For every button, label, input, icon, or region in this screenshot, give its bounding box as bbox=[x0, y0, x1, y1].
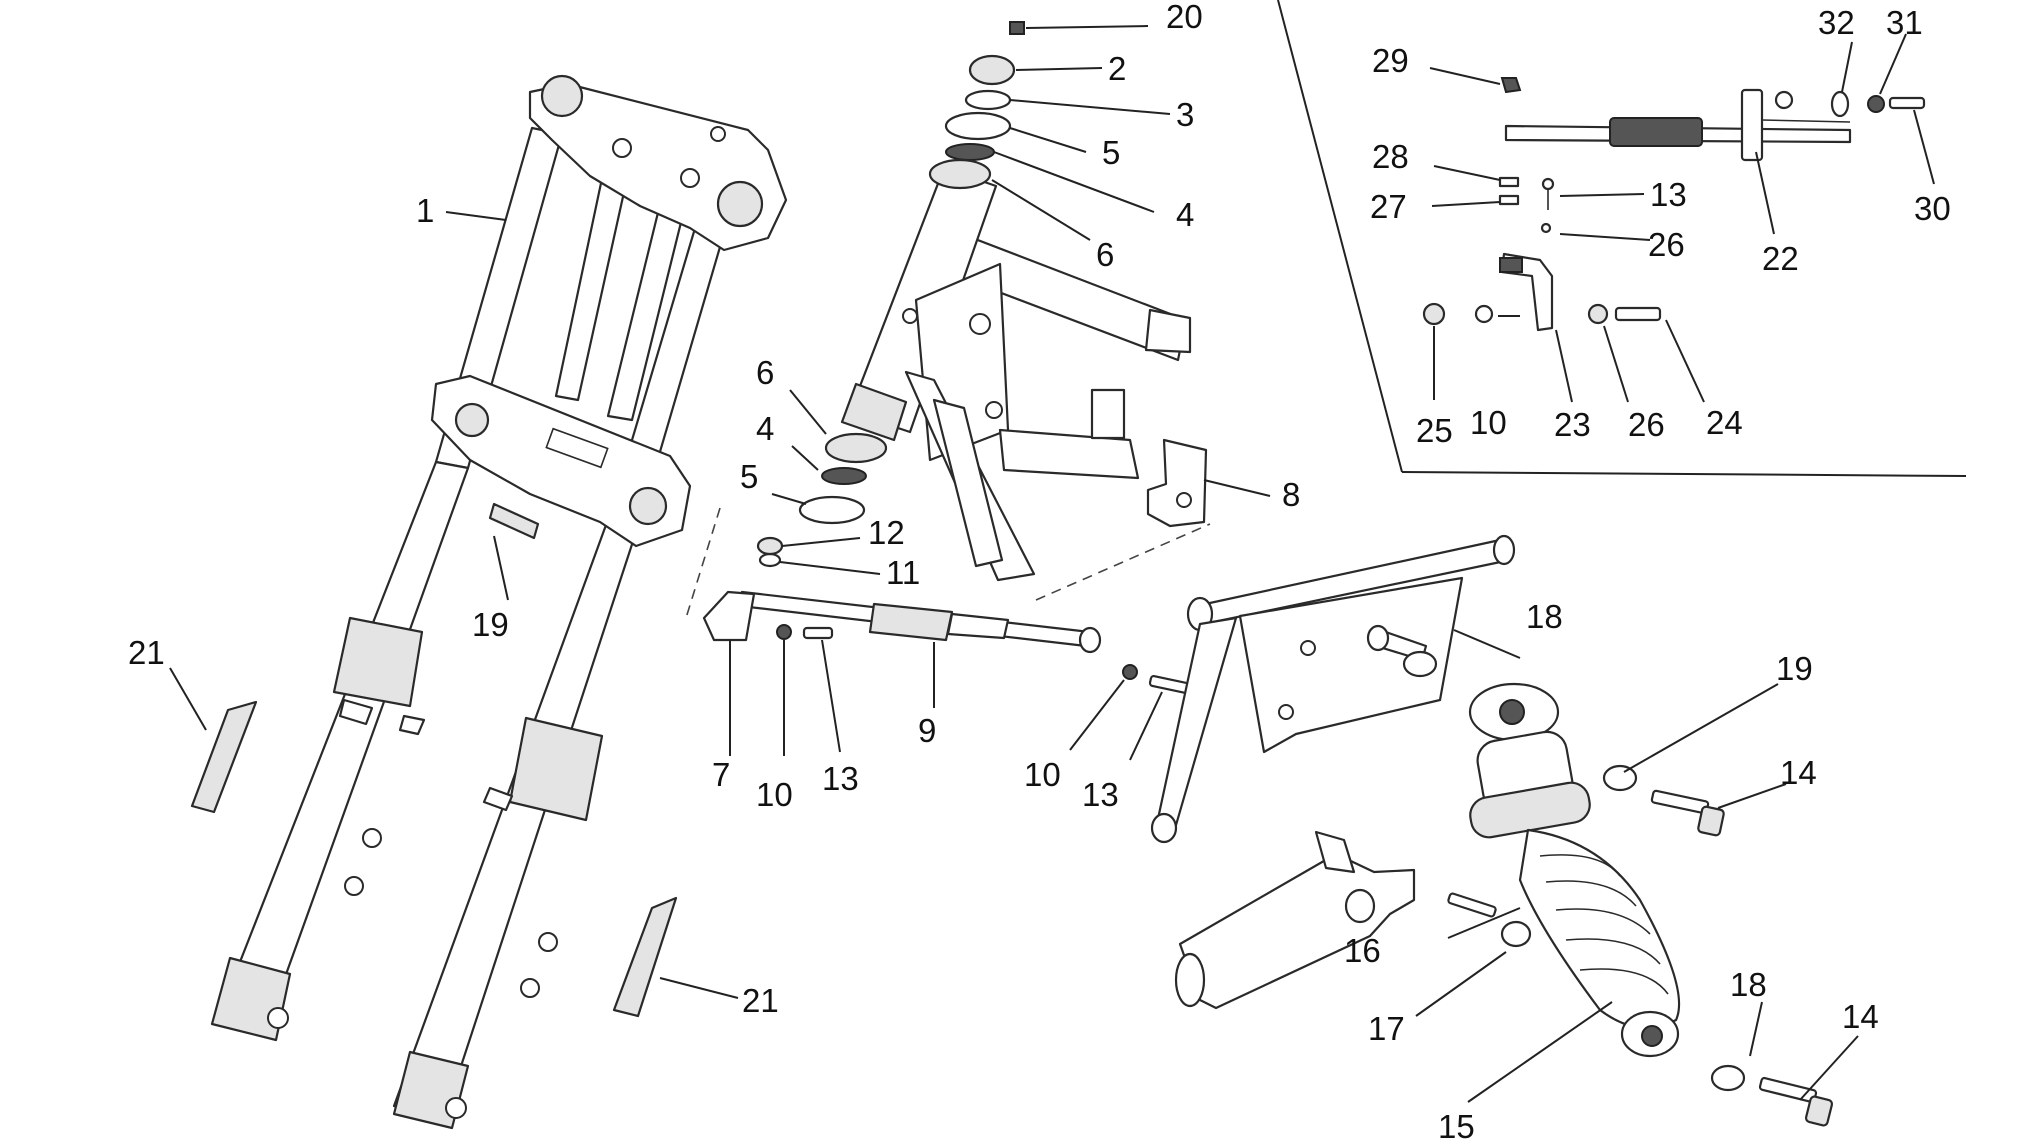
callout-30: 30 bbox=[1914, 190, 1951, 227]
callout-19: 19 bbox=[1776, 650, 1813, 687]
callout-8: 8 bbox=[1282, 476, 1300, 513]
bolt-14-upper bbox=[1650, 789, 1710, 815]
nut-25 bbox=[1422, 302, 1446, 326]
washer-19 bbox=[1602, 764, 1638, 792]
callout-4: 4 bbox=[756, 410, 774, 447]
callout-21: 21 bbox=[742, 982, 779, 1019]
leader-lines bbox=[169, 25, 1935, 1103]
swingarm bbox=[1174, 830, 1416, 1010]
seal-4 bbox=[945, 143, 995, 161]
callout-3: 3 bbox=[1176, 96, 1194, 133]
callout-19: 19 bbox=[472, 606, 509, 643]
side-reflector-right bbox=[612, 896, 678, 1018]
callout-15: 15 bbox=[1438, 1108, 1475, 1143]
steering-damper-bracket bbox=[1146, 438, 1208, 528]
shock-hardware bbox=[1402, 650, 1834, 1127]
spacer-27 bbox=[1498, 194, 1520, 206]
washer-31 bbox=[1867, 95, 1885, 113]
nut-2 bbox=[968, 54, 1016, 86]
washer-17 bbox=[1500, 920, 1532, 948]
washer-18-lower bbox=[1710, 1064, 1746, 1092]
callout-5: 5 bbox=[1102, 134, 1120, 171]
callout-32: 32 bbox=[1818, 4, 1855, 41]
bolt-24 bbox=[1614, 306, 1662, 322]
washer-26 bbox=[1587, 303, 1609, 325]
race-5-lower bbox=[798, 495, 866, 525]
callout-labels: 1 2 3 4 4 5 5 6 6 7 8 9 10 10 10 11 12 1… bbox=[128, 0, 1951, 1143]
callout-14: 14 bbox=[1780, 754, 1817, 791]
callout-26: 26 bbox=[1648, 226, 1685, 263]
washer-11 bbox=[758, 552, 782, 568]
callout-13: 13 bbox=[822, 760, 859, 797]
callout-5: 5 bbox=[740, 458, 758, 495]
callout-9: 9 bbox=[918, 712, 936, 749]
callout-18: 18 bbox=[1526, 598, 1563, 635]
callout-10: 10 bbox=[756, 776, 793, 813]
callout-6: 6 bbox=[756, 354, 774, 391]
callout-31: 31 bbox=[1886, 4, 1923, 41]
nut-20 bbox=[1009, 21, 1025, 35]
nut-12 bbox=[756, 536, 784, 556]
washer-10-inset bbox=[1474, 304, 1494, 324]
callout-23: 23 bbox=[1554, 406, 1591, 443]
rear-frame bbox=[1150, 534, 1516, 844]
callout-20: 20 bbox=[1166, 0, 1203, 35]
callout-13: 13 bbox=[1650, 176, 1687, 213]
callout-25: 25 bbox=[1416, 412, 1453, 449]
callout-12: 12 bbox=[868, 514, 905, 551]
callout-29: 29 bbox=[1372, 42, 1409, 79]
front-fork-assembly bbox=[210, 74, 788, 1130]
callout-7: 7 bbox=[712, 756, 730, 793]
pin-16 bbox=[1447, 892, 1497, 918]
washer-3 bbox=[964, 89, 1012, 111]
race-5 bbox=[944, 111, 1012, 141]
washer-18-upper bbox=[1402, 650, 1438, 678]
callout-18: 18 bbox=[1730, 966, 1767, 1003]
inset-damper-kit bbox=[1422, 77, 1926, 332]
callout-1: 1 bbox=[416, 192, 434, 229]
reflector-pad bbox=[488, 502, 540, 540]
callout-2: 2 bbox=[1108, 50, 1126, 87]
o-ring-32 bbox=[1830, 90, 1850, 118]
callout-10: 10 bbox=[1024, 756, 1061, 793]
callout-16: 16 bbox=[1344, 932, 1381, 969]
callout-27: 27 bbox=[1370, 188, 1407, 225]
inset-frame bbox=[1277, 0, 1967, 477]
callout-26: 26 bbox=[1628, 406, 1665, 443]
side-reflector-left bbox=[190, 700, 258, 814]
seal-4-lower bbox=[821, 467, 867, 485]
spacer-28 bbox=[1498, 176, 1520, 188]
callout-10: 10 bbox=[1470, 404, 1507, 441]
callout-11: 11 bbox=[886, 554, 920, 591]
bearing-6-lower bbox=[824, 432, 888, 464]
steering-damper bbox=[685, 507, 1211, 696]
callout-28: 28 bbox=[1372, 138, 1409, 175]
callout-6: 6 bbox=[1096, 236, 1114, 273]
callout-21: 21 bbox=[128, 634, 165, 671]
callout-13: 13 bbox=[1082, 776, 1119, 813]
callout-17: 17 bbox=[1368, 1010, 1405, 1047]
callout-4: 4 bbox=[1176, 196, 1194, 233]
bolt-30 bbox=[1888, 96, 1926, 110]
rear-shock-absorber bbox=[1468, 682, 1681, 1058]
frame-steering-head bbox=[798, 21, 1192, 582]
bearing-6 bbox=[928, 158, 992, 190]
callout-24: 24 bbox=[1706, 404, 1743, 441]
callout-22: 22 bbox=[1762, 240, 1799, 277]
callout-14: 14 bbox=[1842, 998, 1879, 1035]
